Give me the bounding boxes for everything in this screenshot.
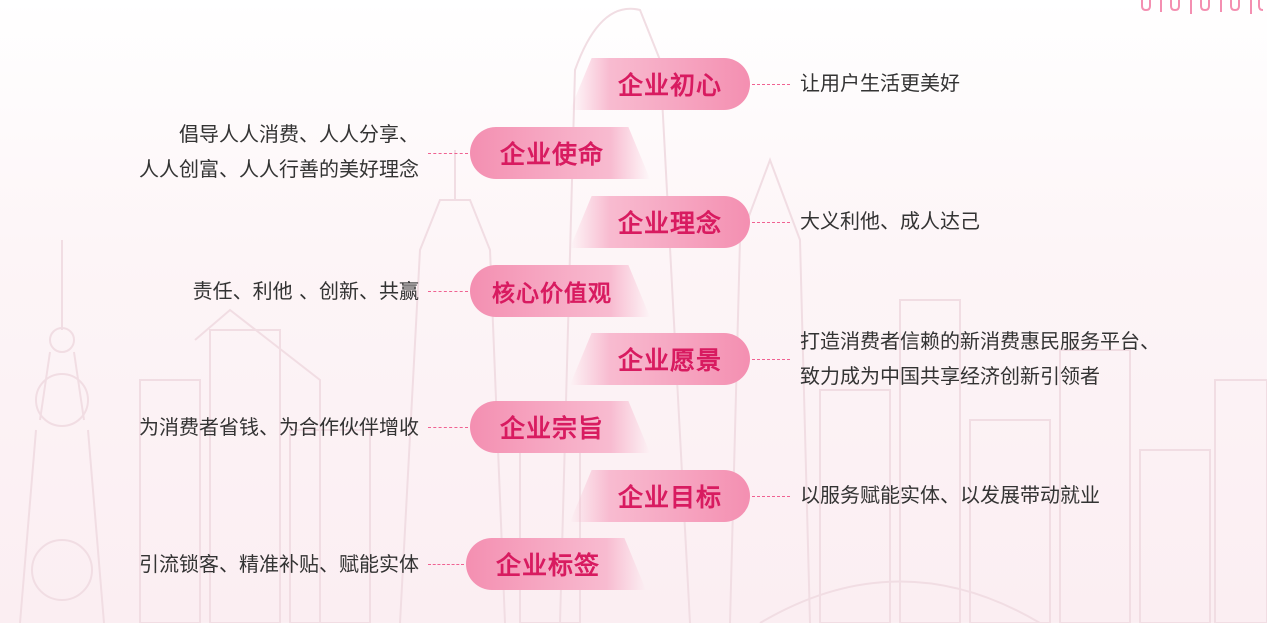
value-row-purpose: 企业宗旨 为消费者省钱、为合作伙伴增收 — [0, 401, 1267, 453]
value-row-tags: 企业标签 引流锁客、精准补贴、赋能实体 — [0, 538, 1267, 590]
pill-title: 企业使命 — [499, 140, 604, 169]
value-row-mission: 企业使命 倡导人人消费、人人分享、 人人创富、人人行善的美好理念 — [0, 122, 1267, 181]
title-pill: 企业理念 — [570, 196, 750, 248]
connector-dash — [428, 153, 468, 154]
description-line: 打造消费者信赖的新消费惠民服务平台、 — [800, 329, 1160, 353]
description-line: 倡导人人消费、人人分享、 — [179, 122, 419, 146]
title-pill: 企业使命 — [470, 127, 650, 179]
connector-dash — [428, 291, 468, 292]
description-text: 为消费者省钱、为合作伙伴增收 — [139, 410, 419, 445]
pill-title: 企业理念 — [617, 209, 722, 238]
connector-dash — [428, 564, 464, 565]
description-text: 让用户生活更美好 — [800, 66, 960, 101]
pill-title: 核心价值观 — [492, 281, 612, 307]
pill-title: 企业宗旨 — [499, 414, 604, 443]
value-row-goal: 企业目标 以服务赋能实体、以发展带动就业 — [0, 470, 1267, 522]
connector-dash — [752, 84, 790, 85]
description-text: 以服务赋能实体、以发展带动就业 — [800, 478, 1100, 513]
value-row-vision: 企业愿景 打造消费者信赖的新消费惠民服务平台、 致力成为中国共享经济创新引领者 — [0, 329, 1267, 388]
description-text: 责任、利他 、创新、共赢 — [193, 274, 419, 309]
pill-title: 企业初心 — [617, 71, 722, 100]
title-pill: 企业宗旨 — [470, 401, 650, 453]
description-line: 责任、利他 、创新、共赢 — [192, 279, 419, 303]
corner-bar-decoration — [1141, 0, 1264, 14]
description-line: 人人创富、人人行善的美好理念 — [139, 157, 419, 181]
description-text: 引流锁客、精准补贴、赋能实体 — [139, 547, 419, 582]
title-pill: 企业初心 — [570, 58, 750, 110]
connector-dash — [428, 427, 468, 428]
pill-title: 企业目标 — [617, 483, 722, 512]
value-row-initial-aspiration: 企业初心 让用户生活更美好 — [0, 58, 1267, 110]
description-text: 大义利他、成人达己 — [800, 204, 980, 239]
pill-title: 企业标签 — [495, 551, 600, 580]
connector-dash — [752, 359, 790, 360]
title-pill: 企业愿景 — [570, 333, 750, 385]
title-pill: 企业标签 — [466, 538, 646, 590]
description-line: 为消费者省钱、为合作伙伴增收 — [139, 415, 419, 439]
pill-title: 企业愿景 — [617, 346, 722, 375]
description-text: 倡导人人消费、人人分享、 人人创富、人人行善的美好理念 — [139, 117, 419, 187]
description-line: 大义利他、成人达己 — [800, 209, 980, 233]
description-text: 打造消费者信赖的新消费惠民服务平台、 致力成为中国共享经济创新引领者 — [800, 324, 1160, 394]
description-line: 引流锁客、精准补贴、赋能实体 — [139, 552, 419, 576]
title-pill: 核心价值观 — [470, 265, 650, 317]
connector-dash — [752, 496, 790, 497]
description-line: 致力成为中国共享经济创新引领者 — [800, 364, 1100, 388]
description-line: 让用户生活更美好 — [800, 71, 960, 95]
description-line: 以服务赋能实体、以发展带动就业 — [800, 483, 1100, 507]
connector-dash — [752, 222, 790, 223]
value-row-philosophy: 企业理念 大义利他、成人达己 — [0, 196, 1267, 248]
title-pill: 企业目标 — [570, 470, 750, 522]
value-row-core-values: 核心价值观 责任、利他 、创新、共赢 — [0, 265, 1267, 317]
